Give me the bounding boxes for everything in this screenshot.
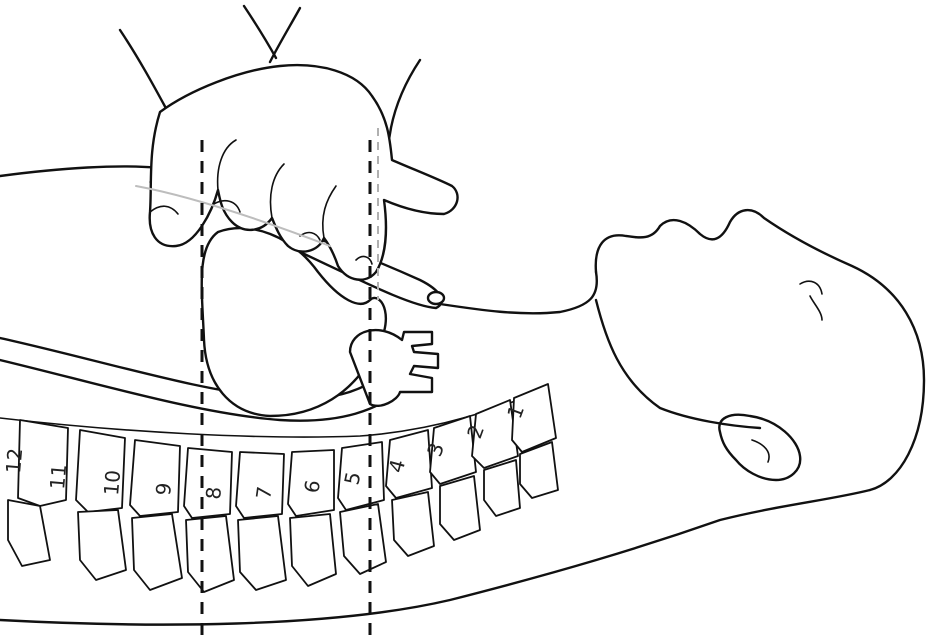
rescuer-hands	[150, 65, 458, 280]
vertebra-label-9: 9	[151, 482, 176, 497]
aortic-arch	[350, 330, 438, 406]
face-profile	[596, 210, 924, 490]
neck-outline	[440, 272, 597, 313]
vertebra-label-10: 10	[99, 469, 125, 496]
vertebra-label-8: 8	[201, 486, 226, 501]
chest-outline	[0, 166, 160, 176]
jaw-line	[596, 300, 760, 428]
rescuer-arm	[120, 30, 168, 112]
vertebra-label-12: 12	[1, 447, 27, 474]
back-outline	[0, 490, 870, 625]
vertebra-label-11: 11	[45, 463, 71, 490]
eye	[800, 281, 822, 294]
